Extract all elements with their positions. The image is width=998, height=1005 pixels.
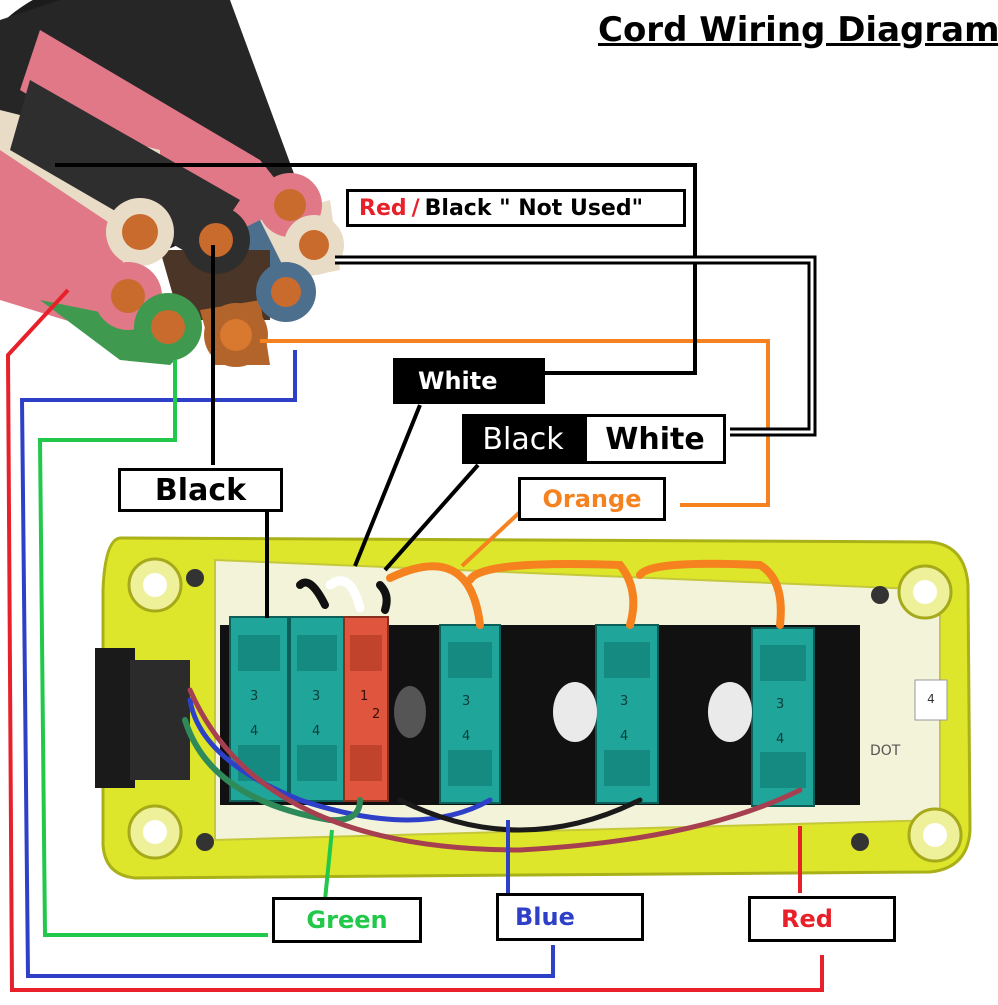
contact-number: 3 [620,694,628,709]
plunger [708,682,752,742]
label-slash: / [411,195,420,221]
label-red-word: Red [359,195,407,221]
white-top-pointer [353,404,422,567]
label-blue: Blue [496,893,644,941]
contact-number: 4 [462,729,470,744]
contact-number: 3 [250,689,258,704]
pendant-housing [95,536,972,880]
label-green: Green [272,897,422,943]
green-drop-line [323,829,334,901]
contact-number: 4 [250,724,258,739]
label-white-right: White [584,414,726,464]
label-not-used-rest: Black " Not Used" [424,195,644,221]
plunger [553,682,597,742]
diagram-title: Cord Wiring Diagram [598,10,998,50]
contact-number: 3 [462,694,470,709]
black-right-pointer [383,463,480,572]
red-wire-line [5,288,824,992]
contact-number: 4 [776,732,784,747]
switch-block-4 [439,624,501,804]
plunger [394,686,426,738]
switch-block-6 [751,627,815,807]
switch-block-2 [289,616,346,802]
switch-block-3-red [343,616,389,802]
orange-wire-line [260,339,770,507]
orange-pointer-line [460,510,522,568]
contact-number: 2 [372,707,380,722]
white-top-wire-line [55,163,697,375]
green-wire-line [37,360,268,937]
cable-bundle [0,0,344,367]
contact-numbers: 3 4 3 4 1 2 3 4 3 4 3 4 [250,689,784,747]
contact-number: 4 [312,724,320,739]
label-red-black-not-used: Red / Black " Not Used" [346,189,686,227]
contact-number: 1 [360,689,368,704]
housing-tag-text: 4 [927,692,935,706]
blue-wire-line [19,350,555,978]
switch-block-1 [229,616,289,802]
switch-block-5 [595,624,659,804]
white-right-wire-line [335,255,817,437]
label-black-left: Black [118,468,283,512]
label-black-right: Black [462,414,584,464]
contact-number: 3 [312,689,320,704]
label-white-top: White [393,358,545,404]
label-red: Red [748,896,896,942]
label-orange: Orange [518,477,666,521]
contact-number: 3 [776,697,784,712]
white-right-wire-inner [335,258,814,434]
contact-number: 4 [620,729,628,744]
housing-dot-text: DOT [870,743,901,759]
